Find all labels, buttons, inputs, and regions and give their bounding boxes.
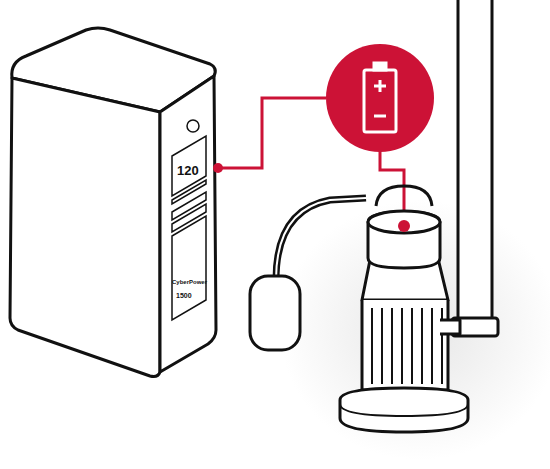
discharge-pipe	[452, 0, 498, 336]
float-switch	[250, 198, 366, 350]
brand-logo: CyberPower	[172, 279, 207, 285]
ups-unit	[10, 28, 216, 377]
panel-recess	[172, 216, 206, 320]
panel-line	[172, 180, 206, 204]
sump-pump	[340, 186, 468, 432]
intake-grille	[372, 308, 442, 384]
pump-cap	[368, 211, 440, 233]
float-cable-core	[276, 198, 366, 280]
ups-panel	[172, 120, 206, 320]
minus-sign	[374, 115, 386, 118]
float-cable	[276, 198, 366, 280]
ups-side	[10, 78, 160, 377]
battery-terminal	[374, 63, 386, 70]
outlet-pipe	[440, 320, 460, 334]
model-number: 1500	[176, 292, 192, 299]
plus-sign	[374, 80, 386, 92]
pump-base	[340, 388, 468, 432]
lcd-reading: 120	[177, 164, 199, 177]
pipe	[458, 0, 492, 320]
ups-front	[160, 76, 216, 372]
pump-motor	[368, 212, 440, 268]
base-rim	[340, 404, 468, 416]
battery-body	[364, 70, 396, 132]
float-body	[250, 276, 300, 350]
battery-icon	[364, 63, 396, 132]
battery-badge	[326, 44, 434, 152]
floor-shadow	[280, 200, 550, 460]
power-button	[187, 120, 199, 132]
pump-housing	[362, 300, 448, 390]
outlet-dot	[213, 163, 223, 173]
panel-buttons	[172, 204, 206, 232]
wire-segment	[218, 98, 326, 168]
pump-handle	[376, 186, 432, 206]
pump-plug-dot	[398, 220, 410, 232]
